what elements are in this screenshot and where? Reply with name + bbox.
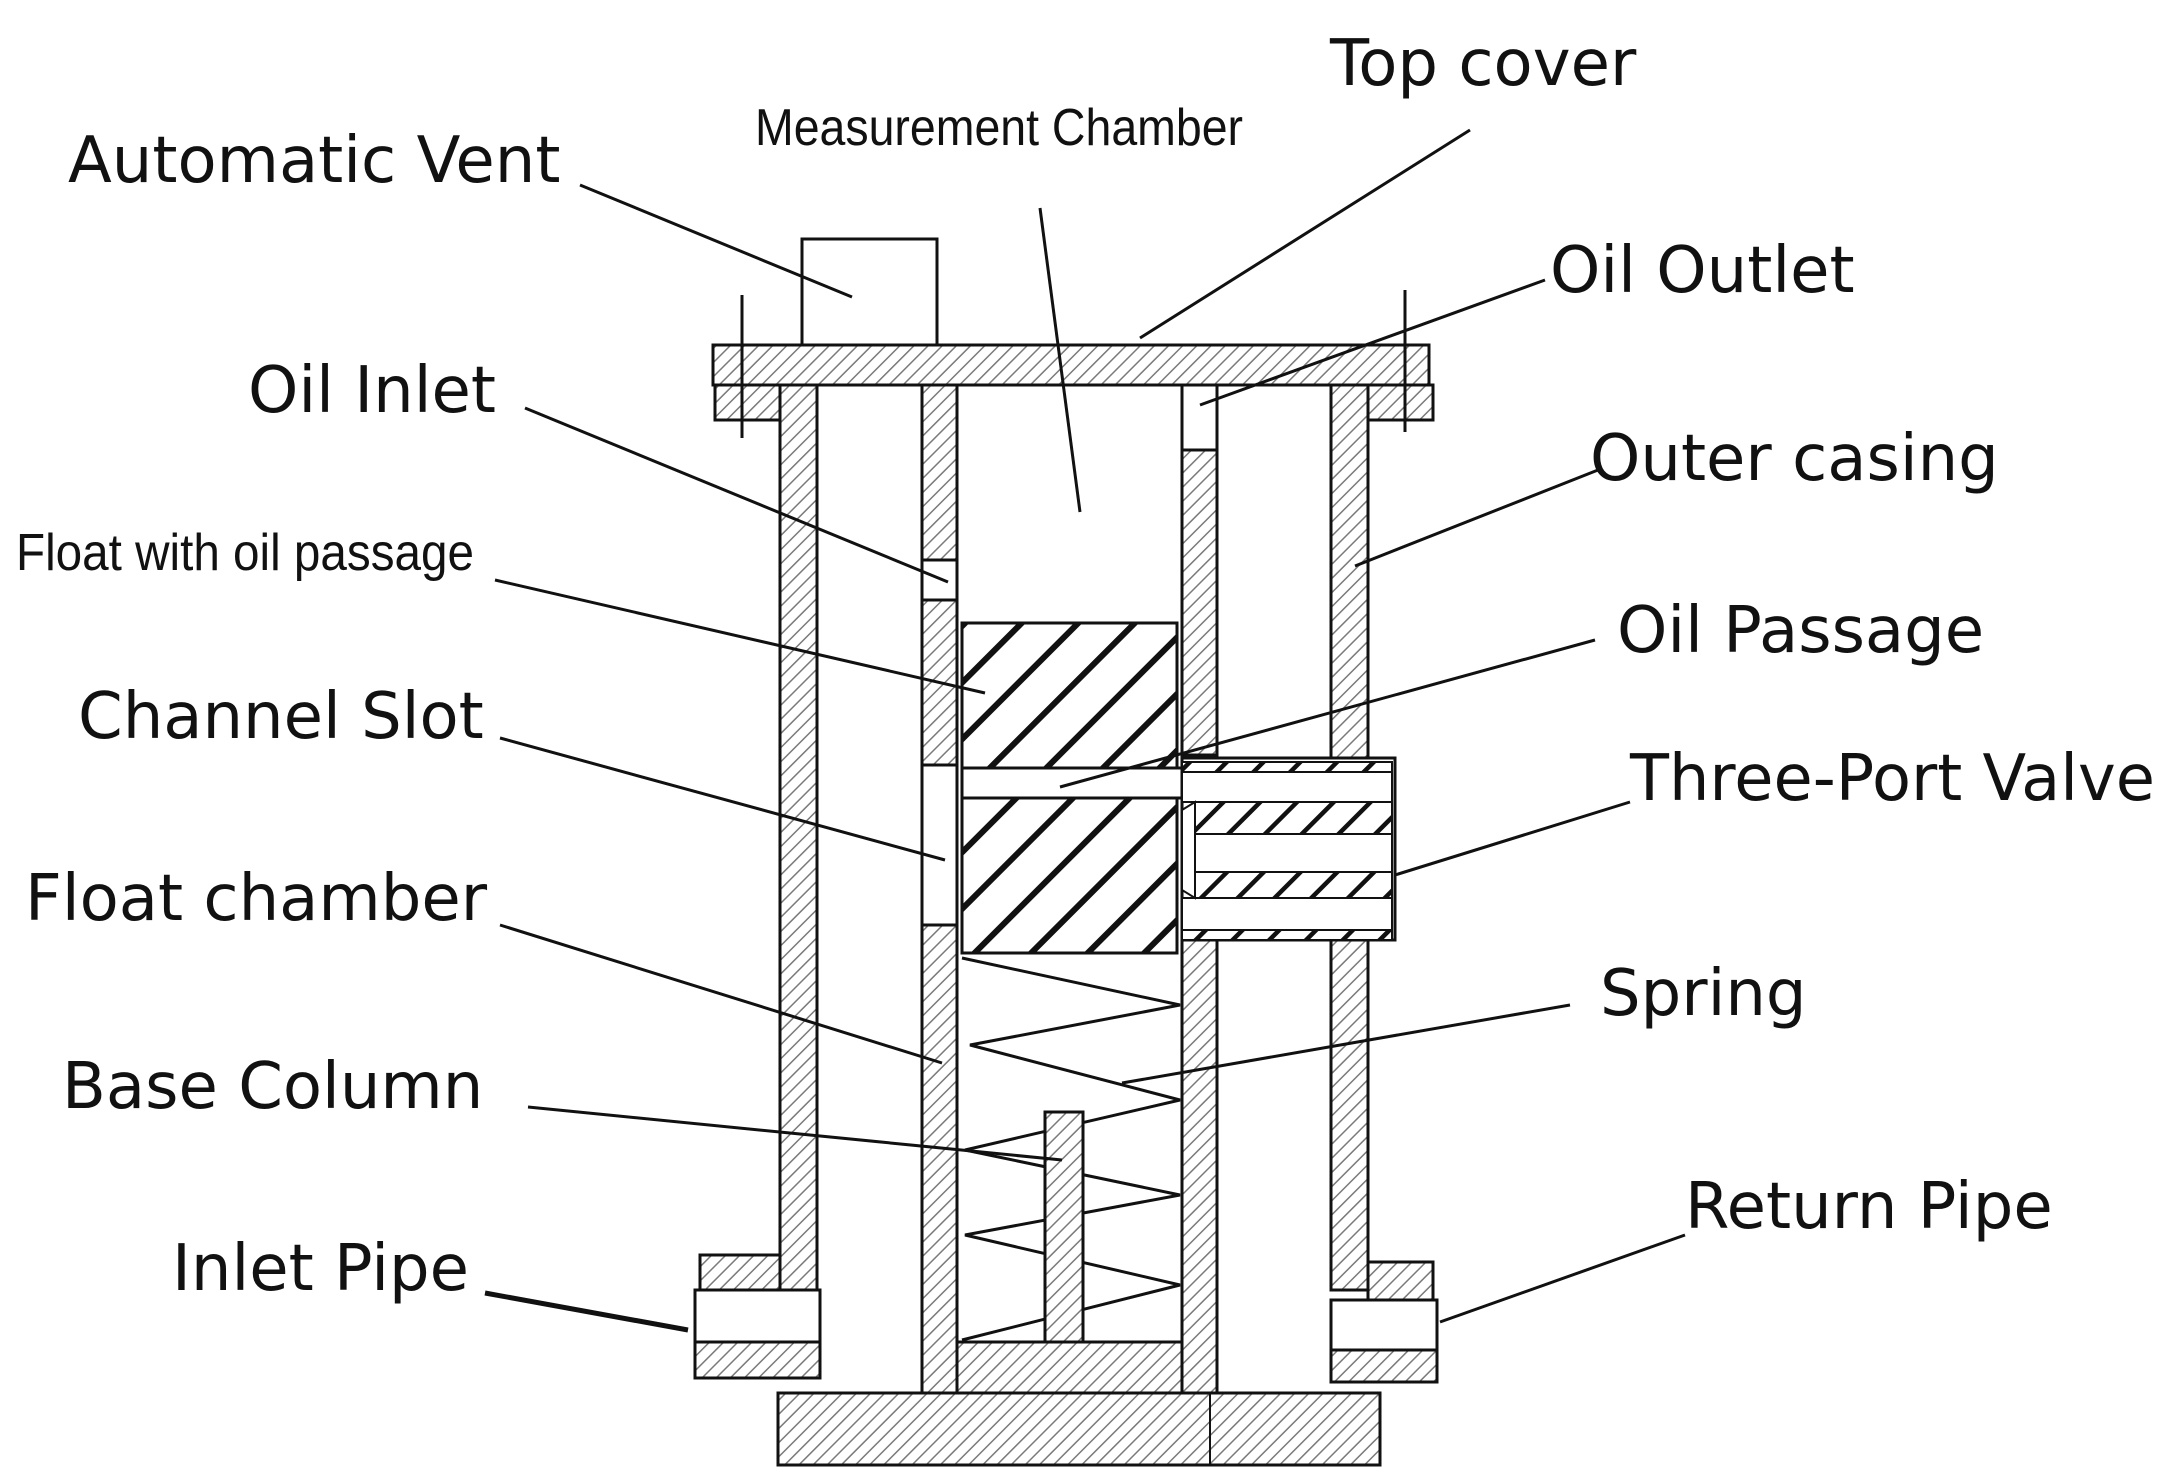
leader-spring: [1121, 1003, 1571, 1085]
top-cover: [711, 343, 1431, 387]
leader-oil-outlet: [1199, 278, 1546, 407]
base-column: [1043, 1110, 1085, 1344]
leader-float-chamber: [499, 923, 943, 1065]
leader-lines: [484, 128, 1686, 1333]
flange-right: [1366, 383, 1435, 422]
label-oil-inlet: Oil Inlet: [248, 354, 496, 428]
flange-left: [713, 383, 782, 422]
label-inlet-pipe: Inlet Pipe: [172, 1232, 469, 1306]
leader-return-pipe: [1439, 1233, 1686, 1324]
base-plate: [776, 1391, 1382, 1467]
label-measurement-chamber: Measurement Chamber: [755, 99, 1243, 157]
leader-inlet-pipe: [484, 1290, 689, 1333]
leader-three-port-valve: [1394, 800, 1631, 877]
label-float-with-oil-passage: Float with oil passage: [16, 524, 474, 582]
float-chamber-bottom: [955, 1340, 1184, 1395]
label-three-port-valve: Three-Port Valve: [1629, 742, 2155, 816]
label-outer-casing: Outer casing: [1590, 422, 1999, 496]
outer-casing-left-wall: [778, 383, 819, 1292]
leader-outer-casing: [1354, 468, 1599, 568]
inner-wall-right: [1180, 383, 1219, 1395]
label-oil-passage: Oil Passage: [1617, 594, 1984, 668]
float-upper: [960, 621, 1179, 770]
three-port-valve: [1180, 756, 1397, 942]
leader-channel-slot: [499, 736, 946, 862]
leader-automatic-vent: [579, 183, 853, 299]
leader-base-column: [527, 1105, 1063, 1162]
label-float-chamber: Float chamber: [25, 862, 488, 936]
leader-top-cover: [1139, 128, 1471, 340]
leader-oil-inlet: [524, 406, 949, 584]
labels: Automatic Vent Measurement Chamber Top c…: [16, 27, 2155, 1306]
inlet-pipe: [693, 1253, 822, 1380]
automatic-vent: [800, 237, 939, 347]
leader-float-with-oil-passage: [494, 578, 986, 695]
label-return-pipe: Return Pipe: [1685, 1170, 2053, 1244]
leader-oil-passage: [1059, 638, 1596, 789]
label-spring: Spring: [1600, 957, 1807, 1031]
leader-measurement-chamber: [1038, 207, 1082, 513]
label-base-column: Base Column: [62, 1050, 483, 1124]
float-lower: [960, 796, 1179, 955]
label-automatic-vent: Automatic Vent: [68, 124, 560, 198]
label-oil-outlet: Oil Outlet: [1550, 234, 1855, 308]
inner-wall-left: [920, 383, 959, 1395]
label-channel-slot: Channel Slot: [78, 680, 484, 754]
return-pipe: [1329, 1260, 1439, 1384]
label-top-cover: Top cover: [1329, 27, 1637, 101]
